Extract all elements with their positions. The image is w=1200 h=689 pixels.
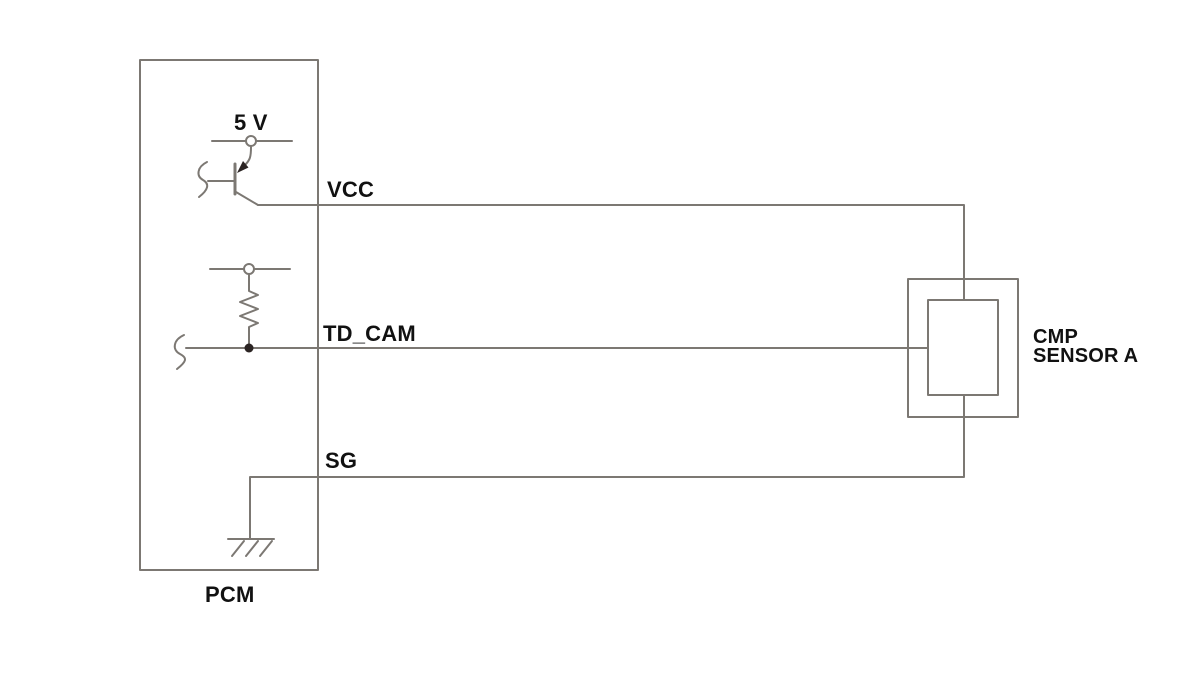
ground-hatch-icon (259, 540, 273, 557)
transistor-emitter-wire (244, 146, 252, 166)
ground-hatch-icon (231, 540, 245, 557)
wire-break-squiggle-icon (197, 161, 209, 198)
cmp-sensor-label-line1: CMP (1033, 326, 1078, 348)
wire-break-squiggle-icon-2 (173, 334, 186, 370)
pullup-terminal-icon (243, 263, 255, 275)
wire-sg (249, 394, 965, 540)
sensor-inner-box (927, 299, 999, 396)
dark-layer (237, 161, 254, 353)
cmp-sensor-label-line2: SENSOR A (1033, 345, 1138, 367)
supply-5v-label: 5 V (234, 110, 268, 135)
vcc-label: VCC (327, 177, 374, 202)
wire-layer (139, 59, 1019, 571)
pcm-box (139, 59, 319, 571)
text-layer: 5 V VCC TD_CAM SG PCM CMP SENSOR A (205, 110, 1138, 607)
wire-vcc (257, 204, 965, 301)
transistor-arrow-icon (237, 161, 249, 173)
sg-label: SG (325, 448, 357, 473)
ground-hatch-icon (245, 540, 259, 557)
sensor-outer-box (907, 278, 1019, 418)
pcm-label: PCM (205, 582, 255, 607)
td-cam-label: TD_CAM (323, 321, 416, 346)
supply-terminal-icon (245, 135, 257, 147)
resistor-icon (239, 273, 259, 349)
transistor-collector-wire (235, 191, 259, 206)
junction-dot-icon (244, 343, 254, 353)
